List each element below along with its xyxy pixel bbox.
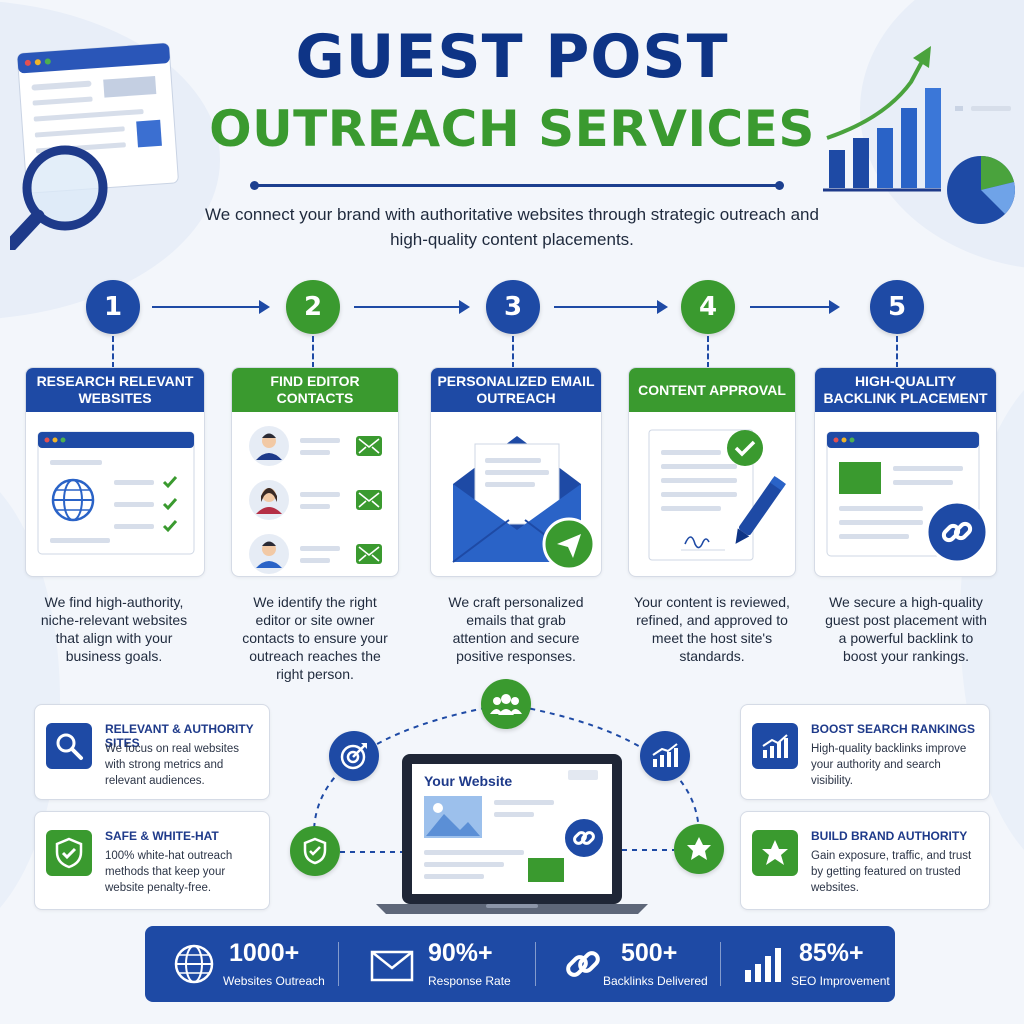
- browser-magnifier-illustration: [10, 42, 179, 250]
- step-number-2: 2: [286, 280, 340, 334]
- stat-label: Backlinks Delivered: [603, 974, 708, 988]
- step-description-1: We find high-authority, niche-relevant w…: [40, 594, 188, 664]
- feature-text: 100% white-hat outreach methods that kee…: [105, 850, 233, 894]
- step-number-4: 4: [681, 280, 735, 334]
- step-description-4: Your content is reviewed, refined, and a…: [634, 594, 790, 664]
- link-icon: [566, 951, 600, 977]
- step-arrow: [152, 300, 270, 314]
- feature-text: High-quality backlinks improve your auth…: [811, 743, 967, 787]
- star-icon: [752, 830, 798, 876]
- feature-title: SAFE & WHITE-HAT: [105, 829, 219, 843]
- page-title: GUEST POST: [295, 22, 729, 92]
- stat-seo-improvement: 85%+ SEO Improvement: [743, 926, 893, 1002]
- stat-value: 500+: [621, 939, 678, 967]
- stat-websites-outreach: 1000+ Websites Outreach: [173, 926, 325, 1002]
- stat-value: 85%+: [799, 939, 864, 967]
- feature-title: BOOST SEARCH RANKINGS: [811, 722, 976, 736]
- star-icon: [674, 824, 724, 874]
- stat-label: Response Rate: [428, 974, 511, 988]
- laptop-site-title: Your Website: [424, 773, 513, 789]
- growth-chart-icon: [752, 723, 798, 769]
- step-connector: [312, 336, 314, 368]
- users-icon: [481, 679, 531, 729]
- stat-divider: [535, 942, 536, 986]
- step-description-2: We identify the right editor or site own…: [242, 594, 388, 682]
- step-card-editor-contacts: FIND EDITOR CONTACTS: [231, 367, 399, 577]
- feature-relevant-authority-sites: RELEVANT & AUTHORITY SITES We focus on r…: [34, 704, 270, 800]
- document-approval-icon: [648, 429, 786, 561]
- step-number-5: 5: [870, 280, 924, 334]
- stat-label: SEO Improvement: [791, 974, 890, 988]
- step-connector: [512, 336, 514, 368]
- step-number-3: 3: [486, 280, 540, 334]
- step-card-title: RESEARCH RELEVANT WEBSITES: [26, 368, 204, 412]
- step-arrow: [554, 300, 668, 314]
- step-card-title: CONTENT APPROVAL: [629, 368, 795, 412]
- stat-divider: [338, 942, 339, 986]
- feature-title: BUILD BRAND AUTHORITY: [811, 829, 968, 843]
- envelope-send-icon: [452, 436, 596, 571]
- browser-globe-icon: [37, 431, 195, 555]
- step-card-title: HIGH-QUALITY BACKLINK PLACEMENT: [815, 368, 996, 412]
- stat-value: 90%+: [428, 939, 493, 967]
- step-connector: [707, 336, 709, 368]
- step-card-email-outreach: PERSONALIZED EMAIL OUTREACH: [430, 367, 602, 577]
- title-divider: [250, 181, 784, 190]
- bar-chart-icon: [745, 948, 781, 982]
- step-number-1: 1: [86, 280, 140, 334]
- page-title-secondary: OUTREACH SERVICES: [209, 100, 815, 158]
- feature-safe-white-hat: SAFE & WHITE-HAT 100% white-hat outreach…: [34, 811, 270, 910]
- feature-boost-search-rankings: BOOST SEARCH RANKINGS High-quality backl…: [740, 704, 990, 800]
- rising-chart-icon: [640, 731, 690, 781]
- step-description-5: We secure a high-quality guest post plac…: [825, 594, 987, 664]
- feature-text: Gain exposure, traffic, and trust by get…: [811, 850, 972, 894]
- stat-divider: [720, 942, 721, 986]
- feature-build-brand-authority: BUILD BRAND AUTHORITY Gain exposure, tra…: [740, 811, 990, 910]
- step-description-3: We craft personalized emails that grab a…: [448, 594, 584, 664]
- stat-response-rate: 90%+ Response Rate: [370, 926, 520, 1002]
- contacts-list-icon: [249, 426, 382, 574]
- globe-icon: [174, 944, 214, 984]
- shield-check-icon: [290, 826, 340, 876]
- step-arrow: [354, 300, 470, 314]
- envelope-icon: [370, 950, 414, 982]
- step-card-backlink-placement: HIGH-QUALITY BACKLINK PLACEMENT: [814, 367, 997, 577]
- page-subtitle: We connect your brand with authoritative…: [205, 205, 819, 249]
- magnifier-icon: [46, 723, 92, 769]
- step-arrow: [750, 300, 840, 314]
- browser-link-icon: [826, 431, 989, 564]
- stat-backlinks-delivered: 500+ Backlinks Delivered: [563, 926, 723, 1002]
- feature-text: We focus on real websites with strong me…: [105, 743, 240, 787]
- step-connector: [112, 336, 114, 368]
- stat-label: Websites Outreach: [223, 974, 325, 988]
- step-card-title: FIND EDITOR CONTACTS: [232, 368, 398, 412]
- target-icon: [329, 731, 379, 781]
- stats-bar: 1000+ Websites Outreach 90%+ Response Ra…: [145, 926, 895, 1002]
- feature-title: RELEVANT & AUTHORITY SITES: [105, 722, 254, 750]
- step-card-research: RESEARCH RELEVANT WEBSITES: [25, 367, 205, 577]
- step-connector: [896, 336, 898, 368]
- step-card-content-approval: CONTENT APPROVAL: [628, 367, 796, 577]
- step-card-title: PERSONALIZED EMAIL OUTREACH: [431, 368, 601, 412]
- stat-value: 1000+: [229, 939, 300, 967]
- laptop-illustration: [376, 754, 648, 914]
- growth-chart-illustration: [823, 46, 1015, 224]
- shield-check-icon: [46, 830, 92, 876]
